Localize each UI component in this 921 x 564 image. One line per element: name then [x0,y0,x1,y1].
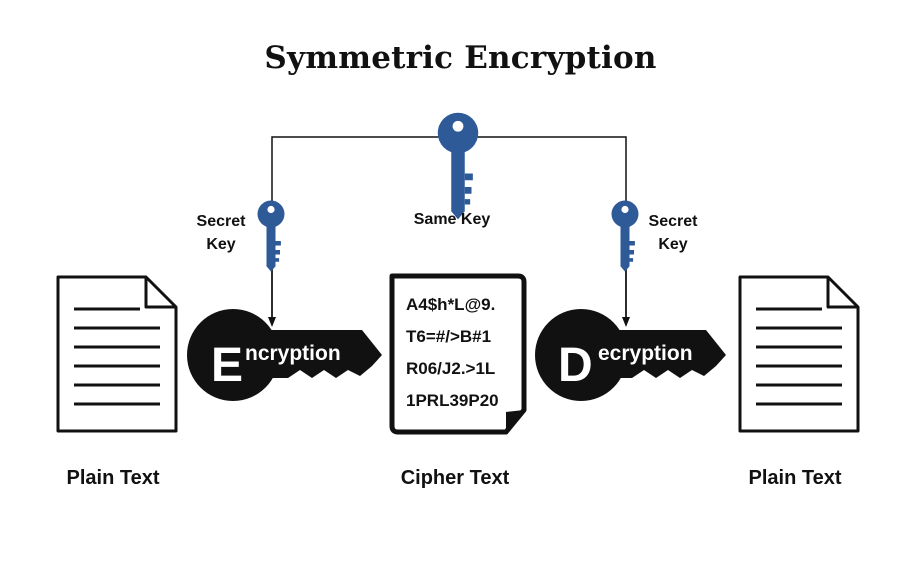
plain-text-right-document-icon [738,275,860,433]
right-secret-key-icon [611,200,639,272]
plain-text-left-label: Plain Text [66,467,160,489]
diagram-title: Symmetric Encryption [264,40,657,76]
cipher-text-document-icon: A4$h*L@9. T6=#/>B#1 R06/J2.>1L 1PRL39P20 [389,273,527,435]
left-secret-key-label-line2: Key [206,236,236,253]
decryption-initial: D [558,339,593,392]
same-key-label: Same Key [413,211,491,228]
cipher-text-label: Cipher Text [400,467,510,489]
right-secret-key-label: Secret Key [638,210,708,256]
cipher-line-1: A4$h*L@9. [406,295,495,314]
left-secret-key-label-line1: Secret [196,213,246,230]
left-secret-key-icon [257,200,285,272]
plain-text-left-document-icon [56,275,178,433]
encryption-initial: E [211,339,243,392]
plain-text-right-label: Plain Text [748,467,842,489]
cipher-line-3: R06/J2.>1L [406,359,495,378]
decryption-key-icon: D ecryption [535,309,726,401]
encryption-word: ncryption [245,342,341,365]
same-key-icon [437,112,479,220]
right-secret-key-label-line1: Secret [648,213,698,230]
left-secret-key-label: Secret Key [186,210,256,256]
cipher-line-2: T6=#/>B#1 [406,327,491,346]
cipher-line-4: 1PRL39P20 [406,391,499,410]
right-secret-key-label-line2: Key [658,236,688,253]
encryption-key-icon: E ncryption [187,309,382,401]
decryption-word: ecryption [598,342,693,365]
